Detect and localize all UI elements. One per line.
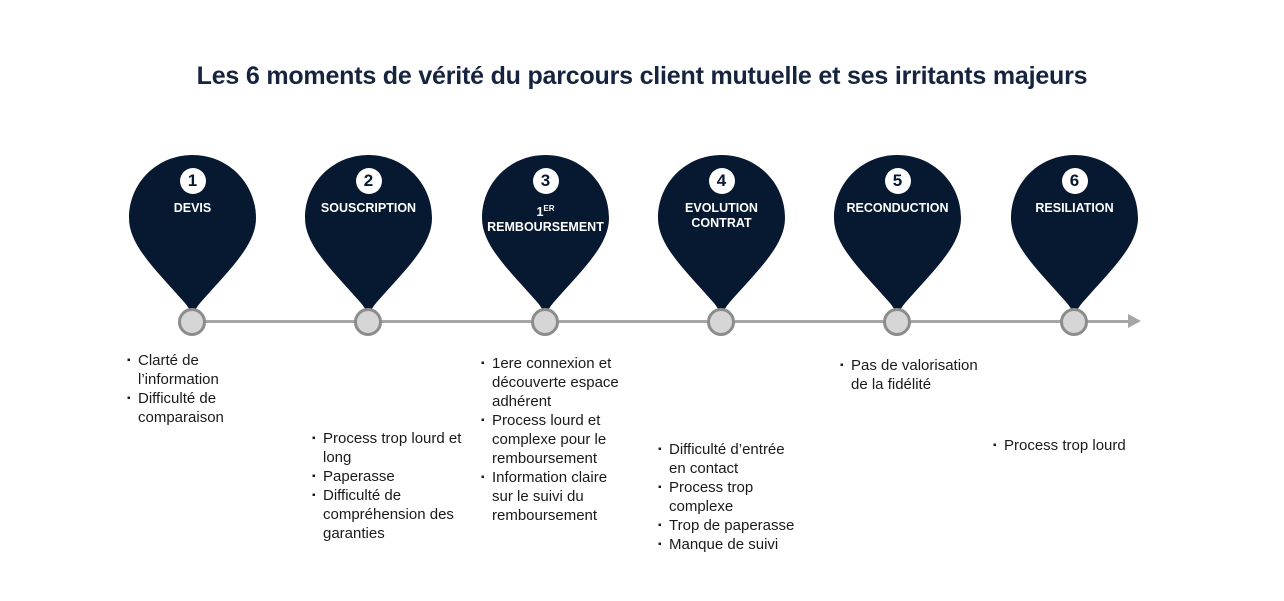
irritant-text: Process trop lourd <box>1004 437 1126 454</box>
irritant-text: Manque de suivi <box>669 536 779 553</box>
timeline-node <box>883 308 911 336</box>
pin-label: DEVIS <box>173 201 212 215</box>
pin-number-badge: 4 <box>708 168 735 194</box>
irritant-item: ▪ Difficulté de compréhension des garant… <box>312 486 462 543</box>
pin-number: 3 <box>540 171 551 190</box>
pin-number-badge: 2 <box>355 168 382 194</box>
timeline-arrowhead-icon <box>1128 314 1141 328</box>
irritant-text: Difficulté de comparaison <box>138 390 224 426</box>
timeline-pin: 1 DEVIS <box>129 155 256 315</box>
pin-number-badge: 1 <box>179 168 206 194</box>
timeline-node <box>707 308 735 336</box>
pin-label: SOUSCRIPTION <box>320 201 417 215</box>
timeline-node <box>354 308 382 336</box>
map-pin-icon <box>305 155 432 315</box>
square-bullet-icon: ▪ <box>993 440 997 451</box>
irritant-item: ▪ Pas de valorisation de la fidélité <box>840 356 982 394</box>
pin-number: 4 <box>716 171 727 190</box>
pin-number: 6 <box>1069 171 1080 190</box>
pin-number-badge: 5 <box>884 168 911 194</box>
map-pin-icon <box>834 155 961 315</box>
irritant-text: Paperasse <box>323 468 395 485</box>
map-pin-icon <box>129 155 256 315</box>
irritant-column: ▪ Clarté de l’information ▪ Difficulté d… <box>127 351 247 427</box>
map-pin-icon <box>658 155 785 315</box>
pin-label: RECONDUCTION <box>846 201 949 215</box>
irritant-column: ▪ Pas de valorisation de la fidélité <box>840 356 982 394</box>
square-bullet-icon: ▪ <box>658 539 662 550</box>
square-bullet-icon: ▪ <box>481 472 485 483</box>
irritant-text: Process trop lourd et long <box>323 430 462 466</box>
square-bullet-icon: ▪ <box>658 444 662 455</box>
irritant-text: Difficulté de compréhension des garantie… <box>323 487 454 542</box>
irritant-item: ▪ Difficulté d’entrée en contact <box>658 440 801 478</box>
irritant-item: ▪ 1ere connexion et découverte espace ad… <box>481 354 624 411</box>
square-bullet-icon: ▪ <box>481 415 485 426</box>
pin-number: 2 <box>363 171 374 190</box>
irritant-item: ▪ Difficulté de comparaison <box>127 389 247 427</box>
irritant-text: Process trop complexe <box>669 479 754 515</box>
irritant-item: ▪ Process trop complexe <box>658 478 801 516</box>
square-bullet-icon: ▪ <box>840 360 844 371</box>
irritant-text: Trop de paperasse <box>669 517 795 534</box>
timeline-pin: 5 RECONDUCTION <box>834 155 961 315</box>
irritant-column: ▪ Process trop lourd <box>993 436 1145 455</box>
irritant-item: ▪ Information claire sur le suivi du rem… <box>481 468 624 525</box>
square-bullet-icon: ▪ <box>481 358 485 369</box>
square-bullet-icon: ▪ <box>312 490 316 501</box>
pin-number: 5 <box>892 171 903 190</box>
timeline-node <box>1060 308 1088 336</box>
irritant-text: Information claire sur le suivi du rembo… <box>492 469 608 524</box>
square-bullet-icon: ▪ <box>658 520 662 531</box>
pin-number-badge: 3 <box>532 168 559 194</box>
irritant-text: 1ere connexion et découverte espace adhé… <box>492 355 619 410</box>
irritant-text: Pas de valorisation de la fidélité <box>851 357 978 393</box>
irritant-item: ▪ Paperasse <box>312 467 462 486</box>
irritant-column: ▪ 1ere connexion et découverte espace ad… <box>481 354 624 525</box>
pin-number-badge: 6 <box>1061 168 1088 194</box>
irritant-text: Process lourd et complexe pour le rembou… <box>492 412 607 467</box>
square-bullet-icon: ▪ <box>127 355 131 366</box>
square-bullet-icon: ▪ <box>312 433 316 444</box>
irritant-item: ▪ Clarté de l’information <box>127 351 247 389</box>
irritant-column: ▪ Process trop lourd et long ▪ Paperasse… <box>312 429 462 543</box>
irritant-item: ▪ Process trop lourd <box>993 436 1145 455</box>
timeline-node <box>178 308 206 336</box>
irritant-text: Clarté de l’information <box>138 352 219 388</box>
irritant-column: ▪ Difficulté d’entrée en contact ▪ Proce… <box>658 440 801 554</box>
irritant-text: Difficulté d’entrée en contact <box>669 441 785 477</box>
pin-number: 1 <box>187 171 198 190</box>
irritant-item: ▪ Trop de paperasse <box>658 516 801 535</box>
map-pin-icon <box>482 155 609 315</box>
square-bullet-icon: ▪ <box>127 393 131 404</box>
timeline-line <box>192 320 1130 323</box>
square-bullet-icon: ▪ <box>658 482 662 493</box>
irritant-item: ▪ Process lourd et complexe pour le remb… <box>481 411 624 468</box>
pin-label: RESILIATION <box>1035 201 1114 215</box>
timeline-node <box>531 308 559 336</box>
irritant-item: ▪ Manque de suivi <box>658 535 801 554</box>
page-title: Les 6 moments de vérité du parcours clie… <box>196 62 1088 90</box>
square-bullet-icon: ▪ <box>312 471 316 482</box>
timeline-pin: 6 RESILIATION <box>1011 155 1138 315</box>
irritant-item: ▪ Process trop lourd et long <box>312 429 462 467</box>
map-pin-icon <box>1011 155 1138 315</box>
timeline-pin: 2 SOUSCRIPTION <box>305 155 432 315</box>
